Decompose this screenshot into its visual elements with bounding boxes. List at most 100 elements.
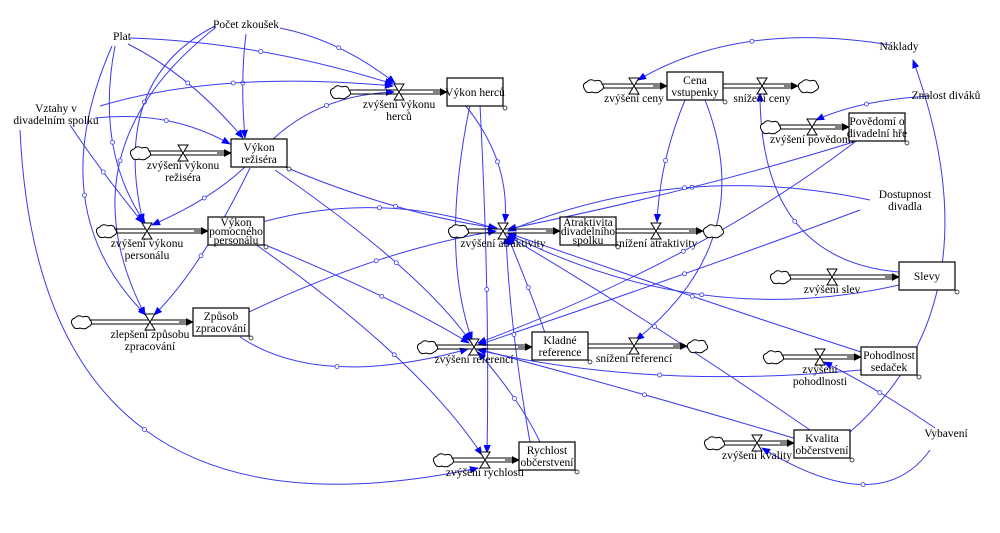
causal-link[interactable]: [464, 104, 510, 223]
link-handle-icon[interactable]: [163, 118, 169, 123]
link-handle-icon[interactable]: [391, 352, 397, 358]
flow-f_slevy[interactable]: zvýšení slev: [769, 268, 900, 296]
link-handle-icon[interactable]: [749, 38, 755, 44]
causal-link[interactable]: [502, 235, 531, 443]
link-handle-icon[interactable]: [82, 192, 87, 198]
link-handle-icon[interactable]: [117, 158, 123, 164]
link-handle-icon[interactable]: [689, 293, 695, 299]
link-handle-icon[interactable]: [652, 324, 657, 329]
link-handle-icon[interactable]: [511, 332, 517, 337]
stock-slevy[interactable]: Slevy: [898, 261, 960, 295]
link-handle-icon[interactable]: [864, 101, 869, 107]
aux-plat[interactable]: Plat: [113, 31, 132, 43]
link-handle-icon[interactable]: [877, 390, 883, 395]
link-handle-icon[interactable]: [185, 80, 191, 86]
causal-link[interactable]: [127, 43, 244, 139]
causal-link[interactable]: [19, 129, 479, 485]
link-handle-icon[interactable]: [240, 80, 246, 86]
valve-icon[interactable]: [628, 337, 640, 355]
causal-link[interactable]: [94, 116, 231, 145]
link-handle-icon[interactable]: [792, 218, 798, 224]
link-handle-icon[interactable]: [201, 195, 207, 201]
aux-naklady[interactable]: Náklady: [880, 41, 919, 53]
link-handle-icon[interactable]: [324, 103, 329, 108]
flow-f_cena_down[interactable]: snížení ceny: [723, 77, 820, 105]
valve-icon[interactable]: [826, 268, 838, 286]
valve-icon[interactable]: [468, 338, 480, 356]
link-handle-icon[interactable]: [379, 293, 385, 299]
valve-icon[interactable]: [141, 222, 153, 240]
valve-icon[interactable]: [756, 77, 768, 95]
link-handle-icon[interactable]: [336, 45, 342, 51]
link-handle-icon[interactable]: [682, 271, 687, 277]
link-handle-icon[interactable]: [198, 253, 204, 259]
flow-f_povedomi[interactable]: zvýšení povědomí: [759, 118, 855, 146]
valve-icon[interactable]: [144, 313, 156, 331]
link-handle-icon[interactable]: [230, 80, 236, 86]
causal-link[interactable]: [635, 99, 723, 341]
link-handle-icon[interactable]: [110, 139, 115, 145]
valve-icon[interactable]: [814, 348, 826, 366]
flow-f_atr_up[interactable]: zvýšení atraktivity: [447, 222, 561, 250]
valve-icon[interactable]: [806, 118, 818, 136]
causal-link[interactable]: [274, 169, 471, 342]
causal-link[interactable]: [507, 236, 546, 334]
flow-f_cena_up[interactable]: zvýšení ceny: [582, 77, 668, 105]
link-handle-icon[interactable]: [860, 482, 866, 487]
aux-vybaveni[interactable]: Vybavení: [924, 428, 968, 440]
link-handle-icon[interactable]: [680, 248, 686, 254]
causal-link[interactable]: [279, 27, 396, 84]
link-handle-icon[interactable]: [334, 364, 340, 369]
causal-link[interactable]: [134, 25, 216, 223]
link-handle-icon[interactable]: [495, 159, 500, 165]
valve-icon[interactable]: [650, 222, 662, 240]
link-handle-icon[interactable]: [373, 258, 379, 264]
causal-link[interactable]: [240, 33, 248, 139]
causal-link[interactable]: [653, 99, 686, 223]
valve-icon[interactable]: [497, 222, 509, 240]
causal-link[interactable]: [69, 124, 144, 224]
valve-icon[interactable]: [177, 144, 189, 162]
flow-f_ref_down[interactable]: snížení referencí: [588, 337, 709, 365]
flow-f_atr_down[interactable]: snížení atraktivity: [615, 222, 725, 250]
stock-herce[interactable]: Výkon herců: [445, 77, 508, 111]
flow-f_rychlost[interactable]: zvýšení rychlosti: [432, 451, 524, 479]
link-handle-icon[interactable]: [682, 185, 687, 191]
causal-link[interactable]: [507, 139, 861, 231]
valve-icon[interactable]: [479, 451, 491, 469]
link-handle-icon[interactable]: [484, 287, 490, 292]
aux-pocet[interactable]: Počet zkoušek: [213, 19, 279, 31]
aux-znalost[interactable]: Znalost diváků: [912, 89, 981, 102]
link-handle-icon[interactable]: [663, 158, 668, 163]
causal-link[interactable]: [284, 166, 498, 231]
link-handle-icon[interactable]: [512, 396, 517, 401]
link-handle-icon[interactable]: [377, 205, 382, 211]
link-handle-icon[interactable]: [525, 285, 531, 290]
valve-icon[interactable]: [628, 77, 640, 95]
link-handle-icon[interactable]: [258, 49, 264, 54]
link-handle-icon[interactable]: [142, 427, 147, 432]
link-handle-icon[interactable]: [100, 169, 106, 175]
link-handle-icon[interactable]: [393, 260, 399, 266]
link-handle-icon[interactable]: [393, 203, 398, 209]
link-handle-icon[interactable]: [657, 372, 663, 378]
valve-icon[interactable]: [393, 83, 405, 101]
link-handle-icon[interactable]: [699, 292, 705, 298]
